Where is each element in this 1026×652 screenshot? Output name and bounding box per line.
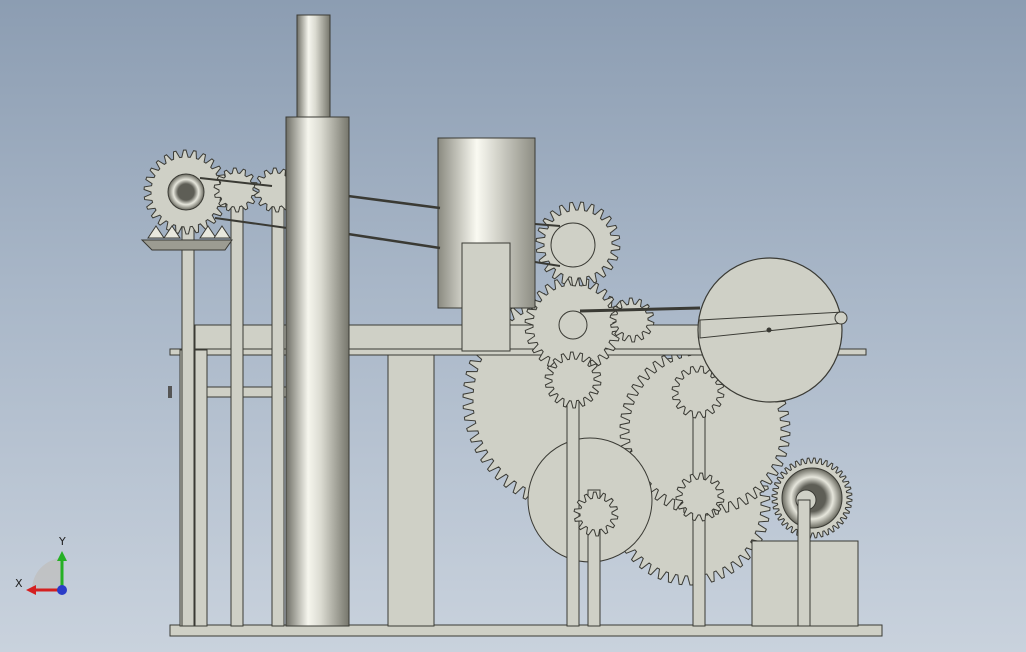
gear-hub	[558, 310, 588, 340]
link-rod	[579, 306, 701, 313]
drive-spur-gear[interactable]	[524, 276, 622, 374]
bevel-gear-base[interactable]	[140, 239, 233, 251]
pinion-gear[interactable]	[675, 472, 725, 522]
belt-line	[214, 217, 288, 229]
y-axis-label: Y	[58, 535, 66, 548]
base-plate[interactable]	[169, 624, 883, 637]
vertical-shaft[interactable]	[797, 499, 811, 627]
gear-body	[675, 472, 725, 522]
axis-triad: X Y	[15, 535, 67, 595]
crank-pin[interactable]	[834, 311, 848, 325]
belt-line	[199, 177, 273, 187]
z-axis-dot	[57, 585, 67, 595]
x-axis-label: X	[15, 577, 23, 590]
support-column[interactable]	[387, 354, 435, 627]
vertical-shaft[interactable]	[181, 194, 195, 627]
gear-body	[573, 491, 619, 537]
drive-belt	[347, 232, 441, 250]
top-small-gear[interactable]	[213, 167, 259, 213]
main-column[interactable]	[285, 116, 350, 627]
drive-belt	[347, 194, 441, 210]
guide-block[interactable]	[461, 242, 511, 352]
gear-body	[544, 351, 602, 409]
pinion-gear[interactable]	[573, 491, 619, 537]
gear-body	[213, 167, 259, 213]
mid-spur-gear[interactable]	[544, 351, 602, 409]
frame-post[interactable]	[194, 349, 208, 627]
frame-stub	[168, 386, 172, 398]
drive-belt	[534, 261, 561, 267]
pulley[interactable]	[550, 222, 596, 268]
deck-rail	[169, 348, 867, 356]
vertical-shaft[interactable]	[230, 191, 244, 627]
x-arrow-head	[26, 585, 36, 595]
crank-pin	[766, 327, 772, 333]
upper-piston-rod[interactable]	[296, 14, 331, 119]
y-arrow-head	[57, 551, 67, 561]
bevel-gear[interactable]	[167, 173, 205, 211]
vertical-shaft[interactable]	[271, 191, 285, 627]
drive-belt	[534, 223, 561, 227]
bevel-teeth	[147, 225, 231, 239]
